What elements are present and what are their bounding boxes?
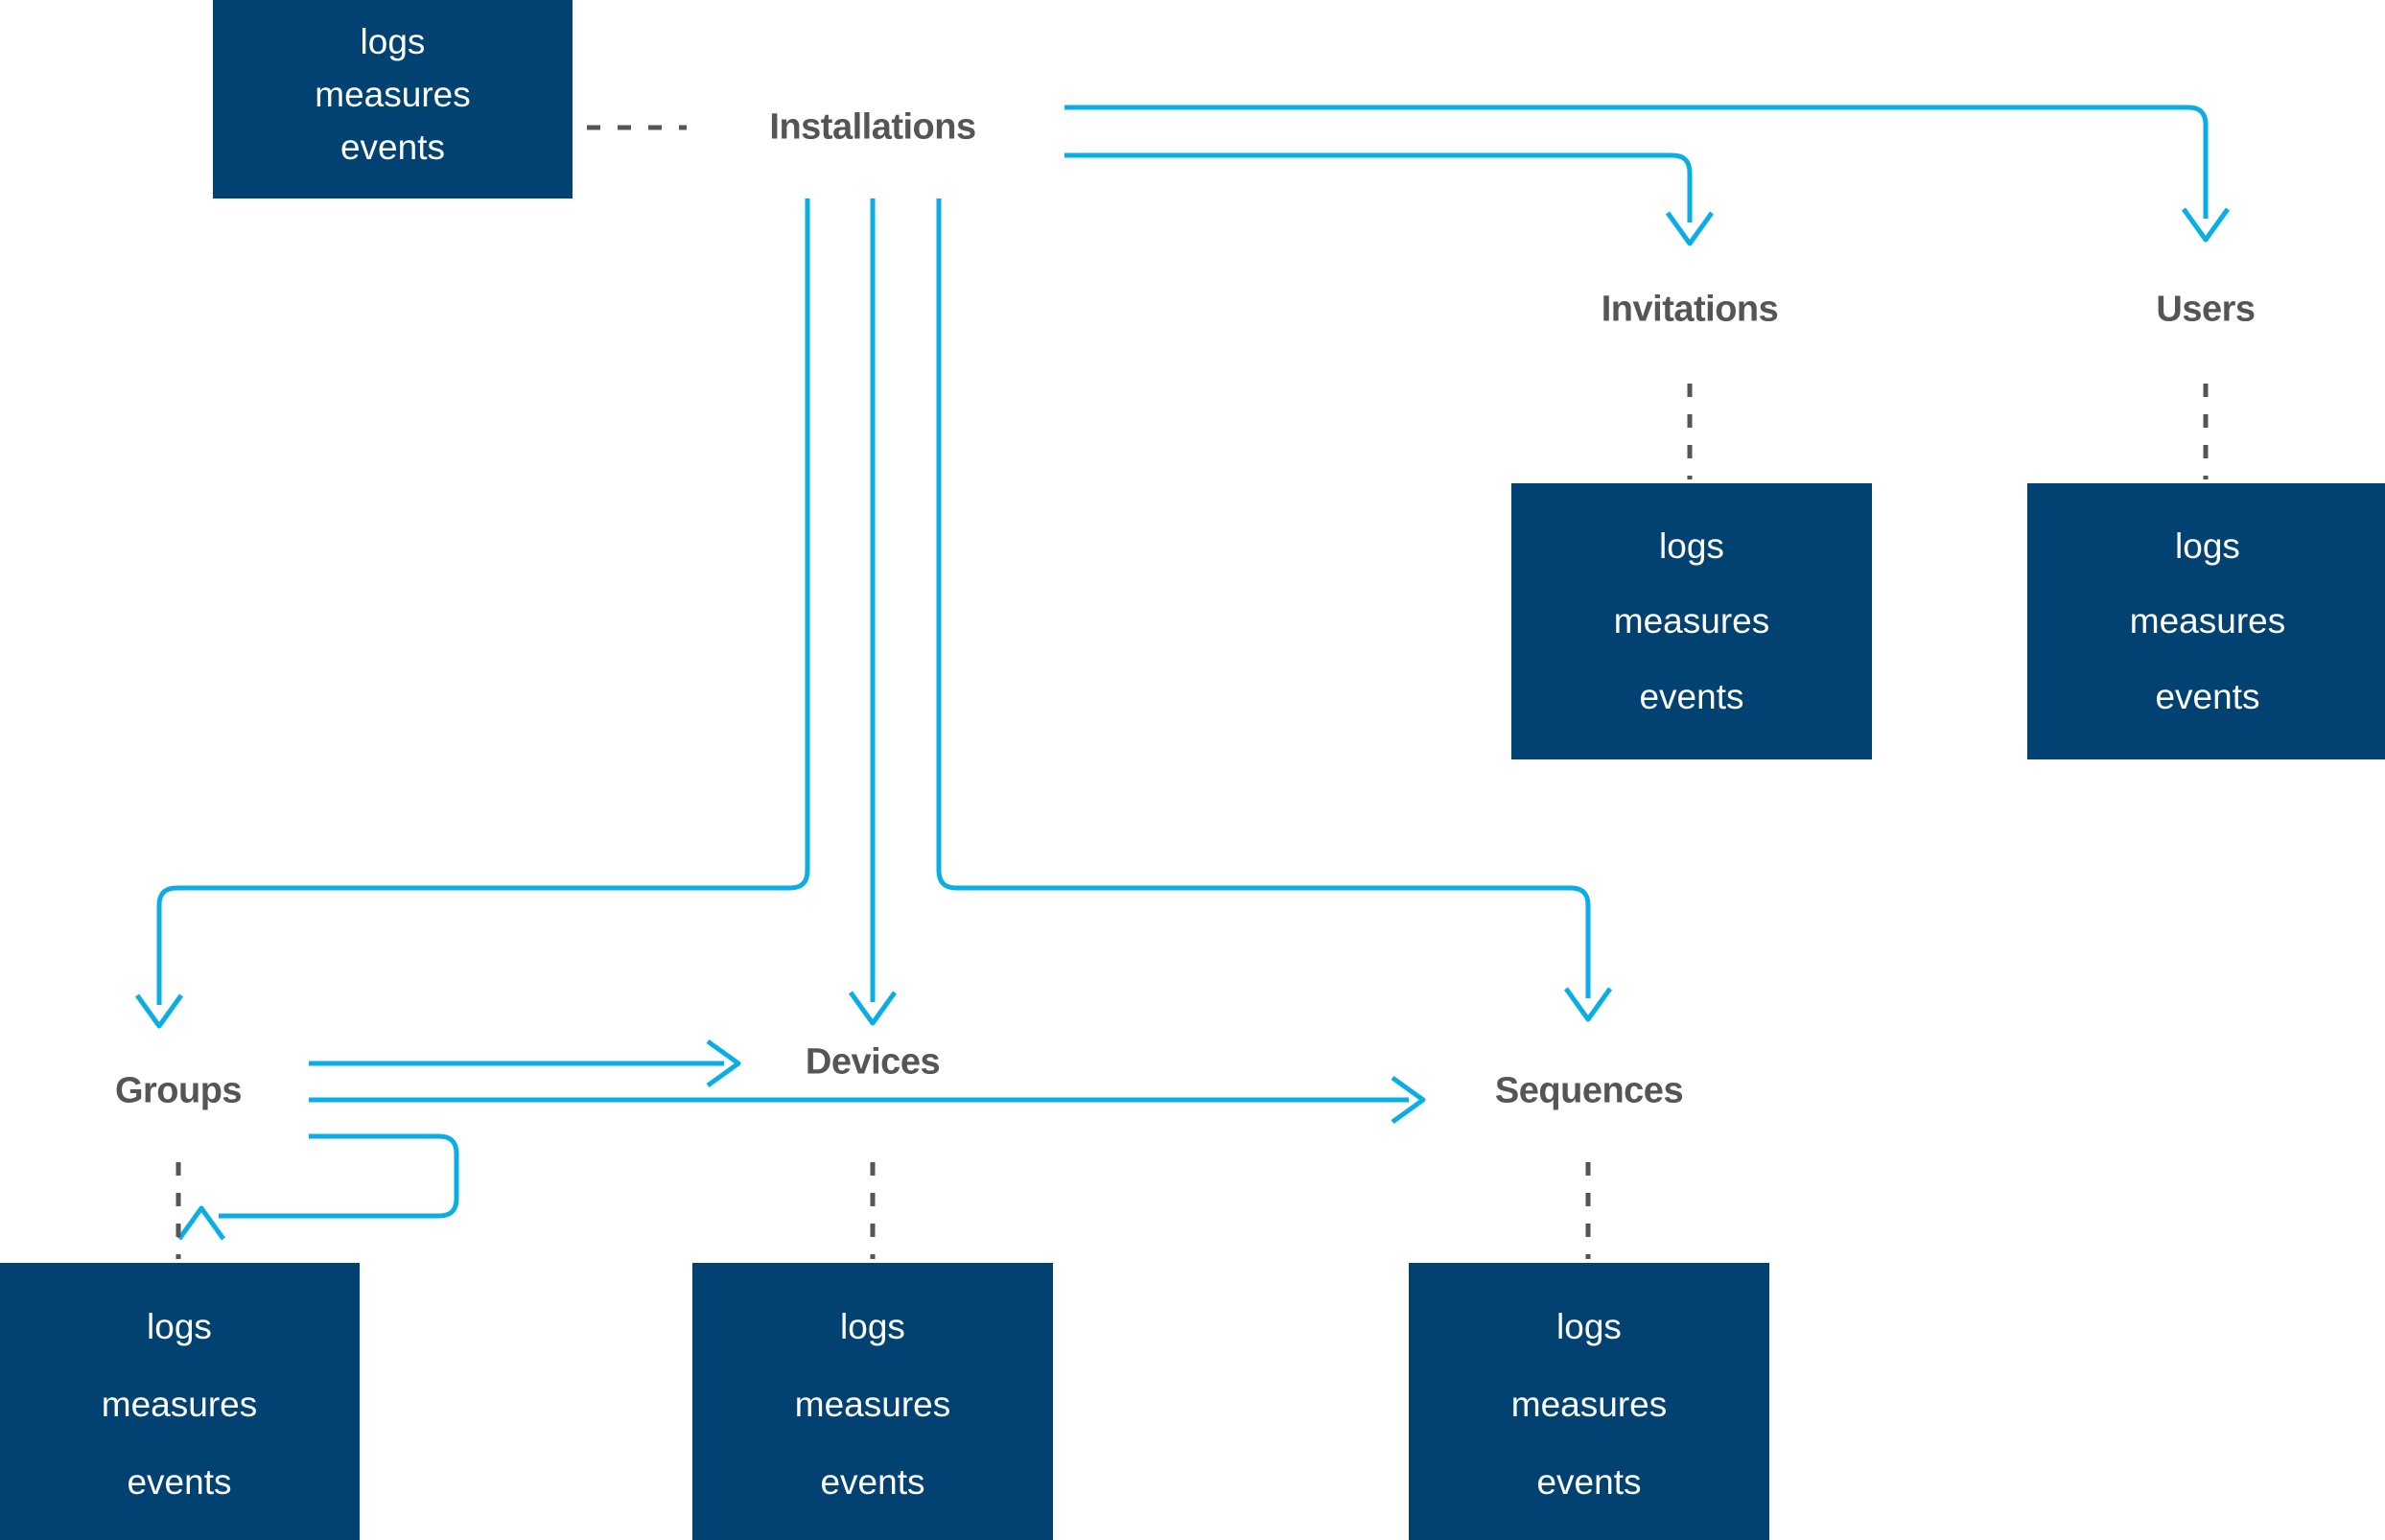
arrowhead-devices-from-groups	[706, 1038, 741, 1088]
arrowhead-devices	[848, 991, 898, 1026]
data-row-logs: logs	[2175, 525, 2240, 566]
data-row-events: events	[127, 1462, 232, 1502]
entity-label-installations[interactable]: Installations	[769, 106, 976, 148]
edge-installations-to-users	[1064, 105, 2209, 219]
data-row-logs: logs	[840, 1307, 905, 1346]
data-box-installations: logs measures events	[213, 0, 573, 198]
data-row-events: events	[2155, 677, 2260, 717]
entity-label-invitations[interactable]: Invitations	[1601, 289, 1779, 330]
data-row-events: events	[1536, 1462, 1642, 1502]
arrowhead-groups	[134, 993, 184, 1029]
entity-label-groups[interactable]: Groups	[114, 1070, 243, 1111]
data-row-logs: logs	[360, 22, 426, 61]
data-row-measures: measures	[101, 1385, 258, 1424]
data-row-logs: logs	[1556, 1307, 1622, 1346]
entity-label-users[interactable]: Users	[2156, 289, 2256, 330]
data-row-measures: measures	[315, 75, 471, 114]
edge-installations-to-groups	[156, 198, 810, 1005]
data-box-devices: logs measures events	[692, 1263, 1053, 1540]
entity-label-devices[interactable]: Devices	[805, 1041, 941, 1083]
data-row-measures: measures	[2129, 601, 2286, 642]
arrowhead-users	[2181, 207, 2231, 243]
edge-installations-to-sequences	[936, 198, 1591, 998]
data-row-measures: measures	[794, 1385, 951, 1424]
entity-label-sequences[interactable]: Sequences	[1494, 1070, 1684, 1111]
data-row-events: events	[1639, 677, 1744, 717]
data-box-invitations: logs measures events	[1511, 483, 1872, 759]
data-row-measures: measures	[1613, 601, 1770, 642]
data-row-events: events	[820, 1462, 925, 1502]
data-row-logs: logs	[1659, 525, 1724, 566]
arrowhead-sequences-from-groups	[1391, 1075, 1426, 1125]
arrowhead-groups-self-loop	[176, 1205, 226, 1241]
data-box-groups: logs measures events	[0, 1263, 360, 1540]
arrowhead-sequences	[1563, 987, 1613, 1022]
data-box-users: logs measures events	[2027, 483, 2385, 759]
data-row-logs: logs	[147, 1307, 212, 1346]
data-row-measures: measures	[1510, 1385, 1668, 1424]
data-row-events: events	[339, 128, 445, 167]
data-box-sequences: logs measures events	[1409, 1263, 1769, 1540]
edge-groups-self-loop	[219, 1133, 459, 1219]
arrowhead-invitations	[1665, 211, 1715, 246]
edge-installations-to-invitations	[1064, 152, 1693, 222]
